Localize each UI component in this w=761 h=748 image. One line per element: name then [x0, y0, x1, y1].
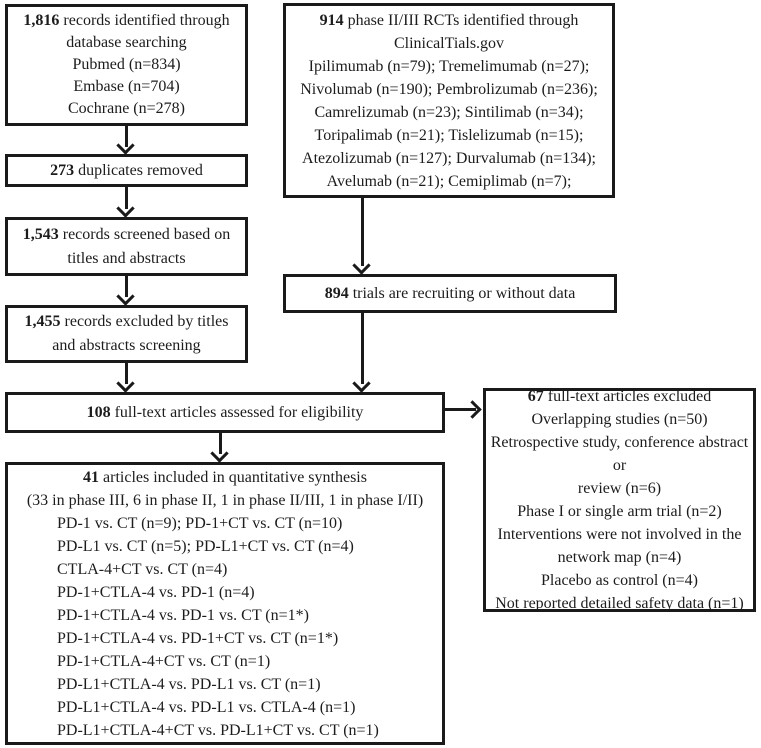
- box-line: Pubmed (n=834): [72, 56, 181, 73]
- box-articles-included: 41 articles included in quantitative syn…: [5, 462, 445, 745]
- arrow-down-icon: [116, 199, 135, 218]
- box-heading: 273 duplicates removed: [50, 161, 203, 179]
- comparison-line: CTLA-4+CT vs. CT (n=4): [57, 560, 228, 578]
- comparison-line: PD-L1+CTLA-4+CT vs. PD-L1+CT vs. CT (n=1…: [57, 721, 379, 739]
- box-duplicates-removed: 273 duplicates removed: [5, 154, 248, 187]
- box-line: and abstracts screening: [52, 337, 201, 354]
- box-records-excluded: 1,455 records excluded by titles and abs…: [5, 305, 248, 363]
- box-line: Embase (n=704): [73, 78, 180, 95]
- comparison-line: PD-1+CTLA-4 vs. PD-1+CT vs. CT (n=1*): [57, 629, 339, 647]
- box-line: titles and abstracts: [67, 249, 186, 267]
- box-heading: 67 full-text articles excluded: [527, 388, 712, 405]
- comparison-line: PD-L1 vs. CT (n=5); PD-L1+CT vs. CT (n=4…: [57, 537, 354, 555]
- box-rcts-identified: 914 phase II/III RCTs identified through…: [283, 3, 615, 198]
- arrow-down-icon: [352, 256, 371, 275]
- box-heading: 1,455 records excluded by titles: [24, 313, 229, 330]
- box-line: Retrospective study, conference abstract…: [490, 434, 749, 474]
- box-line: Not reported detailed safety data (n=1): [495, 595, 744, 612]
- arrow-down-icon: [116, 287, 135, 306]
- box-line: Ipilimumab (n=79); Tremelimumab (n=27);: [308, 57, 590, 75]
- box-line: Interventions were not involved in the: [497, 526, 742, 543]
- box-subtitle: (33 in phase III, 6 in phase II, 1 in ph…: [26, 491, 424, 509]
- box-records-identified: 1,816 records identified through databas…: [5, 4, 248, 126]
- arrow-shaft: [125, 126, 128, 147]
- arrow-shaft: [125, 363, 128, 384]
- comparison-line: PD-L1+CTLA-4 vs. PD-L1 vs. CT (n=1): [57, 675, 321, 693]
- box-line: Nivolumab (n=190); Pembrolizumab (n=236)…: [300, 80, 598, 98]
- box-line: Toripalimab (n=21); Tislelizumab (n=15);: [314, 126, 584, 144]
- comparison-line: PD-1 vs. CT (n=9); PD-1+CT vs. CT (n=10): [57, 514, 343, 532]
- arrow-shaft: [125, 276, 128, 297]
- comparison-line: PD-1+CTLA-4+CT vs. CT (n=1): [57, 652, 271, 670]
- box-line: Overlapping studies (n=50): [531, 411, 708, 428]
- arrow-shaft: [361, 198, 364, 266]
- arrow-down-icon: [352, 374, 371, 393]
- box-line: Placebo as control (n=4): [541, 572, 698, 589]
- arrow-down-icon: [210, 444, 229, 463]
- arrow-right-icon: [463, 400, 482, 419]
- box-heading: 108 full-text articles assessed for elig…: [86, 403, 364, 421]
- box-heading: 1,543 records screened based on: [22, 225, 231, 243]
- box-line: Phase I or single arm trial (n=2): [517, 503, 722, 520]
- box-line: Camrelizumab (n=23); Sintilimab (n=34);: [314, 103, 584, 121]
- box-line: review (n=6): [577, 480, 662, 497]
- box-heading: 914 phase II/III RCTs identified through: [319, 11, 579, 29]
- box-fulltext-excluded: 67 full-text articles excluded Overlappi…: [483, 388, 756, 612]
- comparison-line: PD-1+CTLA-4 vs. PD-1 vs. CT (n=1*): [57, 606, 309, 624]
- arrow-shaft: [361, 313, 364, 384]
- box-trials-recruiting: 894 trials are recruiting or without dat…: [283, 274, 617, 313]
- box-line: Cochrane (n=278): [68, 100, 185, 117]
- box-line: Atezolizumab (n=127); Durvalumab (n=134)…: [302, 149, 596, 167]
- comparison-line: PD-1+CTLA-4 vs. PD-1 (n=4): [57, 583, 255, 601]
- comparison-line: PD-L1+CTLA-4 vs. PD-L1 vs. CTLA-4 (n=1): [57, 698, 356, 716]
- box-fulltext-assessed: 108 full-text articles assessed for elig…: [5, 392, 445, 433]
- box-heading: 1,816 records identified through: [23, 12, 230, 29]
- box-line: ClinicalTials.gov: [393, 34, 505, 52]
- arrow-shaft: [219, 433, 222, 454]
- box-records-screened: 1,543 records screened based on titles a…: [5, 217, 248, 276]
- arrow-down-icon: [116, 374, 135, 393]
- arrow-shaft: [125, 187, 128, 209]
- box-heading: 894 trials are recruiting or without dat…: [324, 284, 576, 302]
- box-line: network map (n=4): [557, 549, 682, 566]
- arrow-down-icon: [116, 136, 135, 155]
- box-heading: 41 articles included in quantitative syn…: [83, 468, 367, 486]
- box-line: Avelumab (n=21); Cemiplimab (n=7);: [326, 172, 572, 190]
- box-line: database searching: [66, 34, 187, 51]
- arrow-shaft: [445, 408, 476, 411]
